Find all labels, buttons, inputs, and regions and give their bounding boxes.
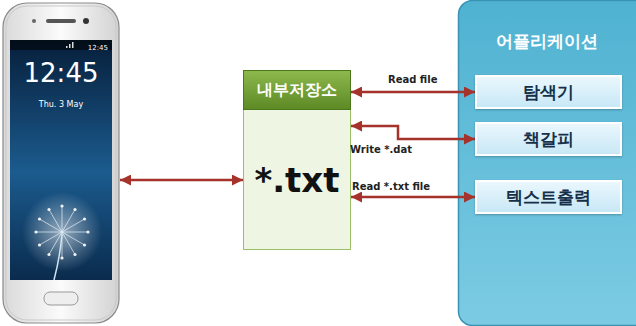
dandelion-glow <box>22 192 102 272</box>
module-label: 탐색기 <box>523 81 574 104</box>
app-panel <box>459 1 636 326</box>
data-arrow <box>351 196 475 199</box>
module-label: 텍스트출력 <box>506 186 591 209</box>
arrow-label: Write *.dat <box>350 144 412 155</box>
arrow-label: Read *.txt file <box>352 181 430 192</box>
dandelion-stem <box>54 234 62 280</box>
module-box: 책갈피 <box>475 122 622 156</box>
panel-title: 어플리케이션 <box>496 30 598 53</box>
phone-sensor <box>32 19 36 23</box>
storage-text: *.txt <box>254 160 339 200</box>
module-box: 탐색기 <box>475 75 622 109</box>
phone-speaker <box>46 19 76 23</box>
phone-screen <box>10 40 112 280</box>
clock-text: Thu. 3 May <box>39 100 83 109</box>
data-arrow <box>351 91 475 94</box>
phone-camera <box>83 18 89 24</box>
module-box: 텍스트출력 <box>475 180 622 214</box>
data-arrow <box>351 126 475 139</box>
arrow-label: Read file <box>388 74 438 85</box>
storage-body: *.txt <box>243 110 351 250</box>
home-button <box>44 292 78 305</box>
module-label: 책갈피 <box>523 128 574 151</box>
dandelion-seeds <box>36 206 88 258</box>
clock-text: 12:45 <box>24 58 99 88</box>
signal-icon <box>66 42 74 48</box>
phone-rim <box>6 6 116 320</box>
phone-body <box>3 3 119 323</box>
storage-box: 내부저장소 *.txt <box>243 70 351 250</box>
application-panel: 탐색기책갈피텍스트출력 어플리케이션 <box>458 0 636 326</box>
phone-device: 12:45 12:45Thu. 3 May <box>2 2 120 324</box>
storage-header: 내부저장소 <box>243 70 351 110</box>
data-arrow <box>120 179 243 182</box>
dandelion-tufts <box>34 204 89 259</box>
storage-text: 내부저장소 <box>257 80 337 101</box>
clock-text: 12:45 <box>88 43 108 53</box>
